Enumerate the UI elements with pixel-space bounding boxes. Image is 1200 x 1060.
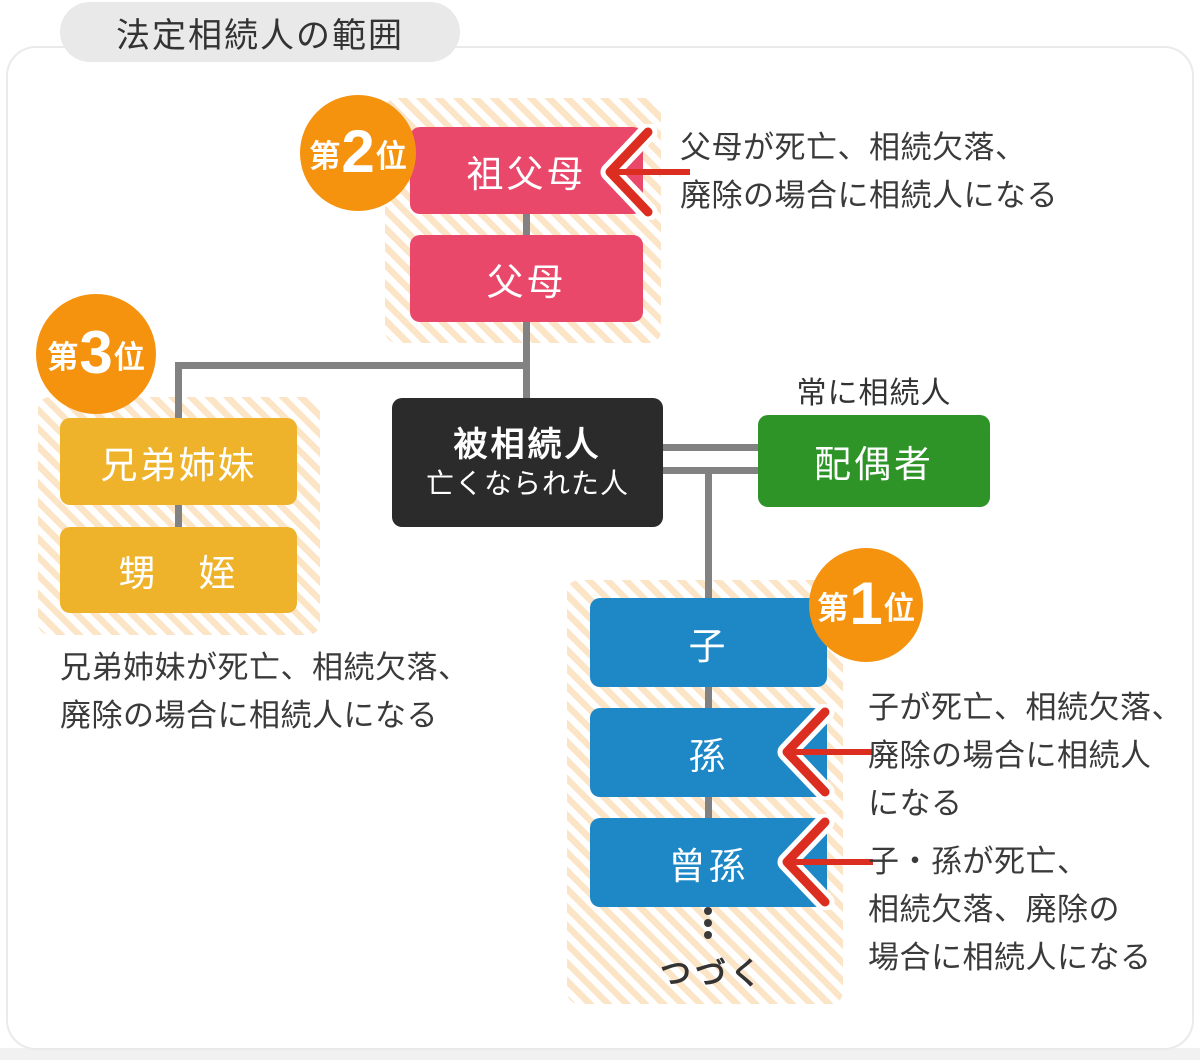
node-deceased-sublabel: 亡くなられた人 <box>425 468 629 500</box>
rank1-badge-suffix: 位 <box>883 590 915 626</box>
annotation-line: 兄弟姉妹が死亡、相続欠落、 <box>60 650 470 685</box>
rank1-badge-number: 1 <box>849 569 883 637</box>
node-spouse-label: 配偶者 <box>814 444 934 485</box>
connector-grandchild-greatgrandchild <box>705 797 712 819</box>
annotation-grandchild: 子が死亡、相続欠落、 廃除の場合に相続人 になる <box>868 684 1183 828</box>
rank2-badge-suffix: 位 <box>375 138 407 174</box>
rank1-badge-prefix: 第 <box>817 590 849 626</box>
node-nephew-niece: 甥 姪 <box>60 527 297 613</box>
annotation-line: 廃除の場合に相続人になる <box>680 178 1058 213</box>
annotation-grandparents: 父母が死亡、相続欠落、 廃除の場合に相続人になる <box>680 124 1058 220</box>
annotation-siblings: 兄弟姉妹が死亡、相続欠落、 廃除の場合に相続人になる <box>60 644 470 740</box>
node-siblings-label: 兄弟姉妹 <box>100 444 257 486</box>
node-child-label: 子 <box>688 625 729 667</box>
rank3-badge-prefix: 第 <box>47 339 79 375</box>
connector-couple-to-child <box>705 474 712 599</box>
connector-child-grandchild <box>705 687 712 709</box>
continues-label: つづく <box>660 956 765 991</box>
marriage-line-top <box>663 444 758 451</box>
node-nephew-niece-label: 甥 姪 <box>118 553 239 594</box>
rank2-badge-number: 2 <box>341 117 375 185</box>
node-siblings: 兄弟姉妹 <box>60 418 297 505</box>
node-child: 子 <box>590 598 827 687</box>
annotation-line: 廃除の場合に相続人になる <box>60 698 438 733</box>
annotation-line: 父母が死亡、相続欠落、 <box>680 130 1027 165</box>
node-deceased-label: 被相続人 <box>453 425 602 464</box>
page-bottom-strip <box>0 1048 1200 1060</box>
marriage-line-bottom <box>663 467 758 474</box>
node-spouse: 配偶者 <box>758 415 990 507</box>
node-great-grandchild-label: 曾孫 <box>668 845 749 887</box>
annotation-line: 廃除の場合に相続人 <box>868 738 1152 773</box>
red-arrow-great-grandchild-icon <box>777 814 873 910</box>
continuation-dot <box>704 907 712 915</box>
spouse-note: 常に相続人 <box>796 377 952 410</box>
red-arrow-grandparents-icon <box>600 124 690 220</box>
page-title: 法定相続人の範囲 <box>60 2 460 62</box>
connector-down-to-siblings <box>175 362 182 419</box>
connector-grandparents-parents <box>523 214 530 235</box>
annotation-great-grandchild: 子・孫が死亡、 相続欠落、廃除の 場合に相続人になる <box>868 838 1152 982</box>
connector-siblings-nephew <box>175 505 182 528</box>
rank3-badge-number: 3 <box>79 318 113 386</box>
red-arrow-grandchild-icon <box>777 704 873 800</box>
node-deceased: 被相続人 亡くなられた人 <box>392 398 663 527</box>
connector-parents-deceased <box>523 322 530 399</box>
annotation-line: 場合に相続人になる <box>868 940 1152 975</box>
node-grandparents-label: 祖父母 <box>466 153 587 195</box>
rank2-badge-prefix: 第 <box>309 138 341 174</box>
continuation-dot <box>704 931 712 939</box>
connector-branch-to-siblings <box>175 362 530 369</box>
annotation-line: 子・孫が死亡、 <box>868 844 1089 879</box>
node-parents-label: 父母 <box>486 261 567 303</box>
annotation-line: 子が死亡、相続欠落、 <box>868 690 1183 725</box>
rank3-badge-suffix: 位 <box>113 339 145 375</box>
annotation-line: になる <box>868 786 963 821</box>
annotation-line: 相続欠落、廃除の <box>868 892 1120 927</box>
continuation-dot <box>704 919 712 927</box>
page-title-label: 法定相続人の範囲 <box>116 16 404 55</box>
node-grandchild-label: 孫 <box>688 735 729 777</box>
node-parents: 父母 <box>410 235 643 322</box>
